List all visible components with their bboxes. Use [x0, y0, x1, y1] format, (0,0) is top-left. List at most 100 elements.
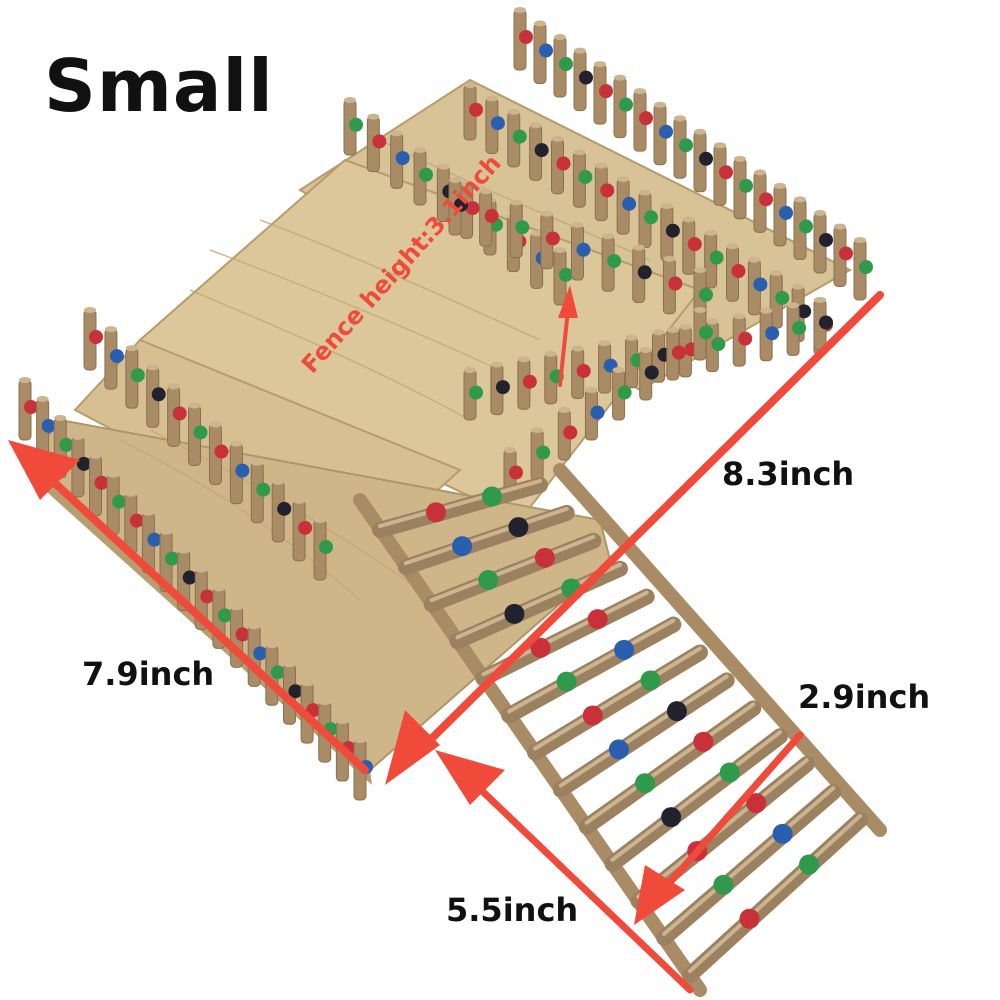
bead — [819, 232, 833, 247]
post-top — [660, 202, 673, 209]
post-top — [652, 329, 665, 336]
bead — [679, 138, 693, 153]
fence-post — [753, 169, 773, 233]
post-top — [188, 402, 201, 409]
post-top — [574, 47, 586, 54]
bead — [661, 807, 682, 828]
post-top — [517, 356, 530, 363]
bead — [556, 156, 571, 171]
fence-post — [584, 387, 605, 441]
bead — [534, 143, 549, 158]
bead — [590, 405, 605, 420]
bead — [617, 385, 632, 400]
fence-post — [572, 149, 593, 208]
fence-post — [693, 128, 713, 193]
ladder-rung — [372, 477, 548, 538]
fence-post — [713, 142, 733, 206]
bead — [235, 627, 250, 642]
rung-highlight — [662, 786, 836, 936]
post-top — [84, 307, 96, 313]
post-top — [792, 283, 805, 290]
post-top — [230, 440, 243, 447]
post-top — [704, 229, 717, 236]
bead — [253, 646, 268, 661]
bead — [395, 151, 410, 166]
arrow-side-length — [8, 440, 369, 774]
size-title: Small — [44, 44, 274, 128]
ladder-rung — [682, 812, 868, 983]
bead — [582, 705, 603, 726]
ladder-width-label: 2.9inch — [798, 678, 931, 716]
fence-post — [509, 199, 530, 258]
fence-post — [704, 229, 724, 289]
post-top — [485, 95, 498, 102]
ladder-rung — [397, 504, 575, 576]
post-top — [794, 196, 806, 203]
post-top — [460, 180, 473, 187]
rung-highlight — [688, 814, 862, 973]
bead — [671, 345, 686, 360]
rung-highlight — [378, 479, 542, 528]
ladder-rung — [630, 756, 815, 909]
fence-post — [390, 130, 410, 189]
fence-post — [601, 233, 622, 292]
post-top — [770, 270, 783, 277]
bead — [24, 400, 38, 414]
post-top — [625, 334, 638, 341]
bead — [452, 536, 473, 557]
bead — [859, 260, 873, 274]
post-top — [573, 149, 586, 156]
rung-highlight — [610, 730, 782, 862]
fence-post — [733, 155, 753, 220]
bead — [59, 437, 74, 452]
fence-post — [660, 202, 680, 262]
bead — [182, 570, 197, 585]
fence-post — [653, 101, 673, 166]
post-top — [682, 216, 695, 223]
bead — [94, 475, 109, 490]
fence-post — [662, 255, 683, 315]
bead — [534, 547, 555, 568]
fence-post — [513, 7, 533, 71]
bead — [270, 665, 285, 680]
post-top — [146, 364, 159, 371]
bead — [484, 209, 499, 223]
bead — [608, 739, 629, 760]
bead — [607, 254, 622, 268]
top-length-label: 8.3inch — [722, 455, 855, 493]
post-top — [694, 267, 706, 273]
ladder-length-label: 5.5inch — [446, 891, 579, 929]
bead — [775, 290, 790, 305]
bead — [147, 532, 162, 547]
bead — [622, 196, 637, 211]
bead — [713, 874, 734, 895]
post-top — [125, 345, 138, 352]
fence-post — [813, 209, 833, 274]
bead — [482, 486, 502, 507]
bead — [576, 363, 591, 378]
rung-highlight — [429, 534, 596, 603]
bead — [659, 124, 673, 139]
post-top — [706, 318, 719, 325]
bead — [545, 231, 560, 246]
fence-post — [343, 97, 363, 156]
fence-post — [571, 345, 591, 399]
bead — [779, 205, 793, 220]
fence-post — [366, 113, 387, 173]
post-top — [694, 307, 706, 313]
bead — [298, 520, 313, 535]
fence-post — [638, 189, 658, 248]
rung-highlight — [507, 618, 676, 714]
fence-post — [633, 88, 653, 152]
bead — [536, 445, 551, 460]
ladder-rung — [527, 644, 708, 761]
bead — [495, 380, 510, 395]
post-top — [714, 142, 726, 149]
fence-post — [463, 367, 483, 421]
bead — [372, 134, 387, 149]
fence-post — [292, 497, 313, 562]
post-top — [36, 395, 49, 402]
post-top — [617, 176, 630, 183]
fence-post — [250, 459, 271, 524]
fence-post — [769, 270, 790, 329]
